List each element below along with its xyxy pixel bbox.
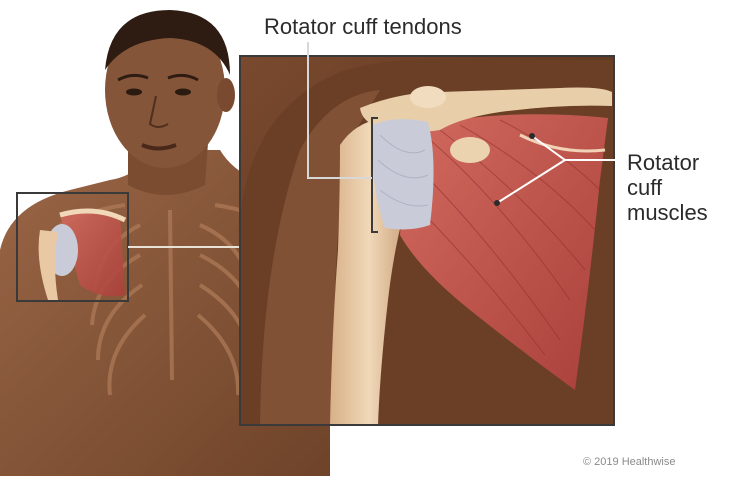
ear <box>217 78 235 112</box>
eye-left <box>126 89 142 96</box>
muscle-pointer-dot-2 <box>494 200 500 206</box>
zoom-inset <box>240 42 622 425</box>
rotator-cuff-muscles-label: Rotator cuff muscles <box>627 150 708 225</box>
muscle-pointer-dot-1 <box>529 133 535 139</box>
rotator-cuff-tendons-label: Rotator cuff tendons <box>264 14 462 39</box>
copyright-notice: © 2019 Healthwise <box>583 456 676 468</box>
eye-right <box>175 89 191 96</box>
muscles-label-line-2: cuff <box>627 175 708 200</box>
muscles-label-line-1: Rotator <box>627 150 708 175</box>
muscles-label-line-3: muscles <box>627 200 708 225</box>
coracoid-process <box>450 137 490 163</box>
acromion-tip <box>410 86 446 108</box>
